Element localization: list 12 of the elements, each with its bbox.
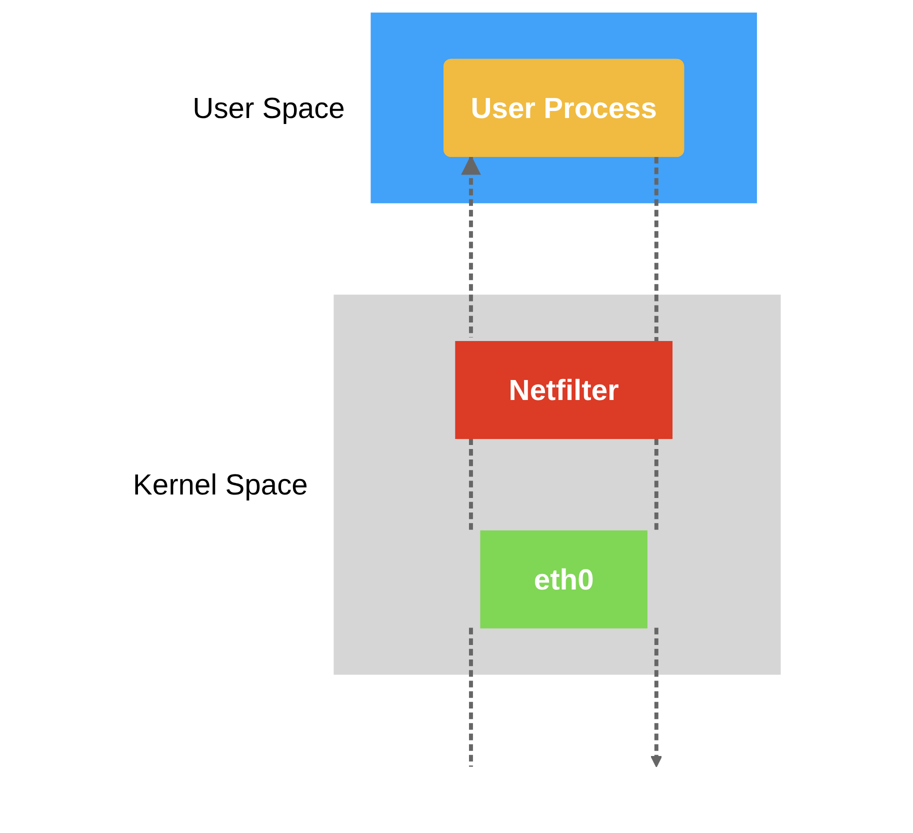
connector: [654, 438, 658, 532]
arrow: [650, 628, 662, 768]
connector: [654, 156, 658, 342]
connector: [469, 628, 473, 767]
arrow: [461, 154, 481, 338]
node-box: eth0: [480, 530, 648, 628]
node-label: Kernel Space: [132, 468, 308, 502]
cluster: [334, 294, 781, 675]
cluster: [370, 12, 757, 204]
connector: [469, 438, 473, 532]
node-label: User Space: [192, 91, 345, 124]
node-box: Netfilter: [455, 341, 673, 440]
